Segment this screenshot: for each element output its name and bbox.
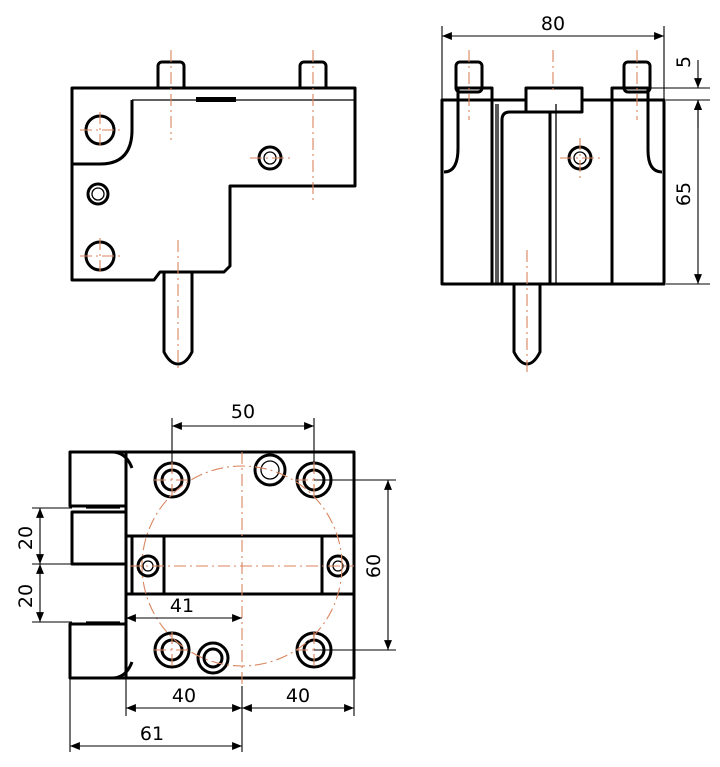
plan-view: 50 60 20 20 41 40 40 61: [15, 401, 396, 752]
left-block-bottom: [68, 622, 128, 680]
dim-body-height: 65: [673, 182, 695, 206]
front-body: [440, 98, 666, 286]
dim-left-upper: 20: [15, 526, 37, 550]
side-body: [70, 86, 357, 282]
dim-bottom-left: 40: [172, 685, 196, 707]
left-block-top: [68, 450, 128, 508]
dim-left-lower: 20: [15, 584, 37, 608]
plan-pin-bottom: [196, 641, 230, 675]
plan-screw-top: [253, 453, 287, 487]
dim-top-width: 80: [541, 13, 565, 35]
side-hole-mid: [86, 182, 110, 206]
dim-pin-offset: 5: [673, 56, 695, 68]
dim-bottom-right: 40: [286, 685, 310, 707]
dim-overall-bottom: 61: [140, 723, 164, 745]
dim-slot-length: 41: [170, 595, 194, 617]
side-view: [70, 50, 357, 372]
center-slide: [500, 110, 552, 286]
left-block-mid: [70, 510, 128, 566]
corner-cutout: [72, 100, 134, 166]
dim-hole-spacing: 50: [231, 401, 255, 423]
front-view: 80 5 65: [440, 13, 710, 372]
dim-right-height: 60: [363, 554, 385, 578]
